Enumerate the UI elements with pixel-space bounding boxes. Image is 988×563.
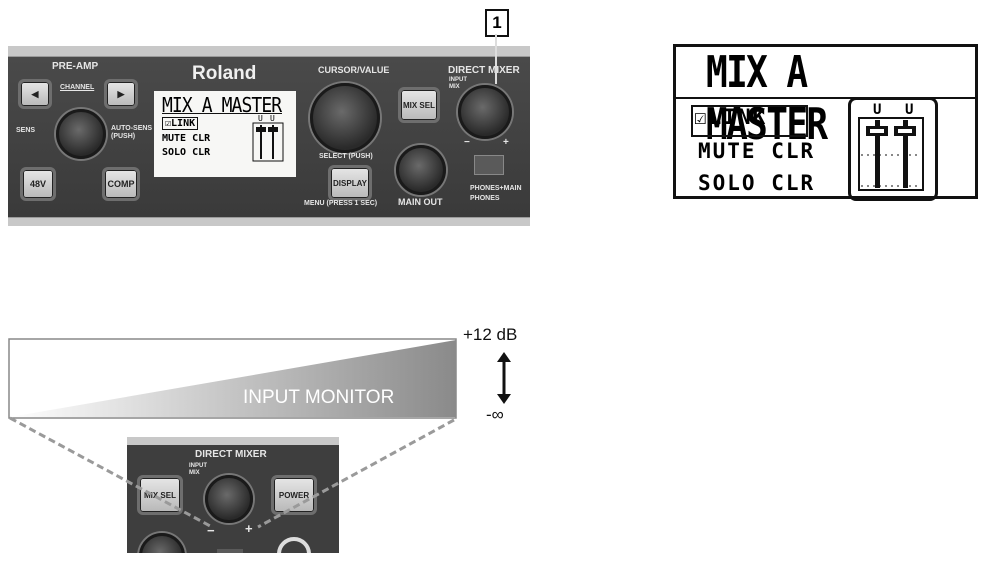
closeup-minus: − xyxy=(207,523,215,538)
lcd-faders-icon: U U xyxy=(252,114,284,162)
enlarged-link-label: LINK xyxy=(708,105,768,129)
enlarged-fader-box: U U xyxy=(848,97,938,201)
enlarged-lcd: MIX A MASTER ☑LINK MUTE CLR SOLO CLR U U xyxy=(673,44,978,201)
channel-label: CHANNEL xyxy=(60,84,95,91)
phantom-48v-button[interactable]: 48V xyxy=(20,167,56,201)
comp-button[interactable]: COMP xyxy=(102,167,140,201)
enlarged-lcd-divider xyxy=(676,97,975,99)
roland-logo: Roland xyxy=(192,63,257,84)
closeup-mix-sel-button[interactable]: MIX SEL xyxy=(137,475,183,515)
phones-label: PHONES xyxy=(470,195,500,202)
checkbox-checked-icon: ☑ xyxy=(165,118,172,129)
checkbox-checked-icon: ☑ xyxy=(694,105,709,129)
triangle-right-icon: ▶ xyxy=(117,88,125,99)
enlarged-link-row: ☑LINK xyxy=(694,105,767,129)
callout-number: 1 xyxy=(485,9,509,37)
input-monitor-label: INPUT MONITOR xyxy=(243,387,395,408)
auto-sens-label: AUTO-SENS (PUSH) xyxy=(111,125,153,140)
menu-press-label: MENU (PRESS 1 SEC) xyxy=(304,200,378,207)
enlarged-link-box xyxy=(691,105,808,137)
closeup-plus: + xyxy=(245,521,253,536)
fader-marker-right: U xyxy=(270,114,275,123)
closeup-direct-mixer-label: DIRECT MIXER xyxy=(195,449,267,460)
callout-leader xyxy=(495,34,497,84)
phones-main-label: PHONES+MAIN xyxy=(470,185,522,192)
input-mix-plus: + xyxy=(503,137,509,148)
lcd-link-row: ☑LINK xyxy=(162,117,199,130)
cursor-value-knob[interactable] xyxy=(310,83,380,153)
channel-left-button[interactable]: ◀ xyxy=(18,79,52,109)
lcd-mute-clr: MUTE CLR xyxy=(162,133,211,144)
enlarged-solo-clr: SOLO CLR xyxy=(698,171,816,195)
channel-right-button[interactable]: ▶ xyxy=(104,79,138,109)
closeup-phones-jack xyxy=(277,537,311,553)
up-down-arrow-icon xyxy=(497,352,511,404)
main-out-knob[interactable] xyxy=(396,145,446,195)
panel-face: PRE-AMP ◀ CHANNEL ▶ SENS AUTO-SENS (PUSH… xyxy=(8,56,530,218)
lcd-solo-clr: SOLO CLR xyxy=(162,147,211,158)
input-mix-knob[interactable] xyxy=(458,85,512,139)
device-panel: PRE-AMP ◀ CHANNEL ▶ SENS AUTO-SENS (PUSH… xyxy=(8,46,530,226)
input-monitor-ramp xyxy=(8,338,457,419)
device-lcd: MIX A MASTER ☑LINK MUTE CLR SOLO CLR U U xyxy=(154,91,296,177)
phones-main-switch[interactable] xyxy=(474,155,504,175)
closeup-main-out-knob[interactable] xyxy=(139,533,185,553)
min-level-label: -∞ xyxy=(486,405,504,424)
sens-label: SENS xyxy=(16,127,36,134)
closeup-switch[interactable] xyxy=(217,549,243,553)
display-button[interactable]: DISPLAY xyxy=(328,165,372,201)
input-mix-label: INPUT MIX xyxy=(449,77,467,90)
select-push-label: SELECT (PUSH) xyxy=(319,153,373,160)
enlarged-fader-marker-right: U xyxy=(905,102,913,118)
enlarged-mute-clr: MUTE CLR xyxy=(698,139,816,163)
triangle-left-icon: ◀ xyxy=(31,88,39,99)
enlarged-fader-marker-left: U xyxy=(873,102,881,118)
lcd-link-label: LINK xyxy=(171,118,196,129)
preamp-label: PRE-AMP xyxy=(52,61,99,72)
closeup-input-mix-knob[interactable] xyxy=(205,475,253,523)
lcd-divider xyxy=(162,113,282,114)
main-out-label: MAIN OUT xyxy=(398,197,443,207)
enlarged-faders-icon: U U xyxy=(858,102,924,191)
closeup-power-button[interactable]: POWER xyxy=(271,475,317,515)
mix-sel-button[interactable]: MIX SEL xyxy=(398,87,440,123)
mixer-closeup-panel: DIRECT MIXER INPUT MIX MIX SEL POWER − + xyxy=(127,437,339,553)
fader-marker-left: U xyxy=(258,114,263,123)
closeup-input-mix-label: INPUT MIX xyxy=(189,463,207,476)
max-level-label: +12 dB xyxy=(463,325,518,344)
cursor-value-label: CURSOR/VALUE xyxy=(318,65,390,75)
sens-knob[interactable] xyxy=(56,109,106,159)
input-mix-minus: − xyxy=(464,137,470,148)
direct-mixer-label: DIRECT MIXER xyxy=(448,65,520,76)
